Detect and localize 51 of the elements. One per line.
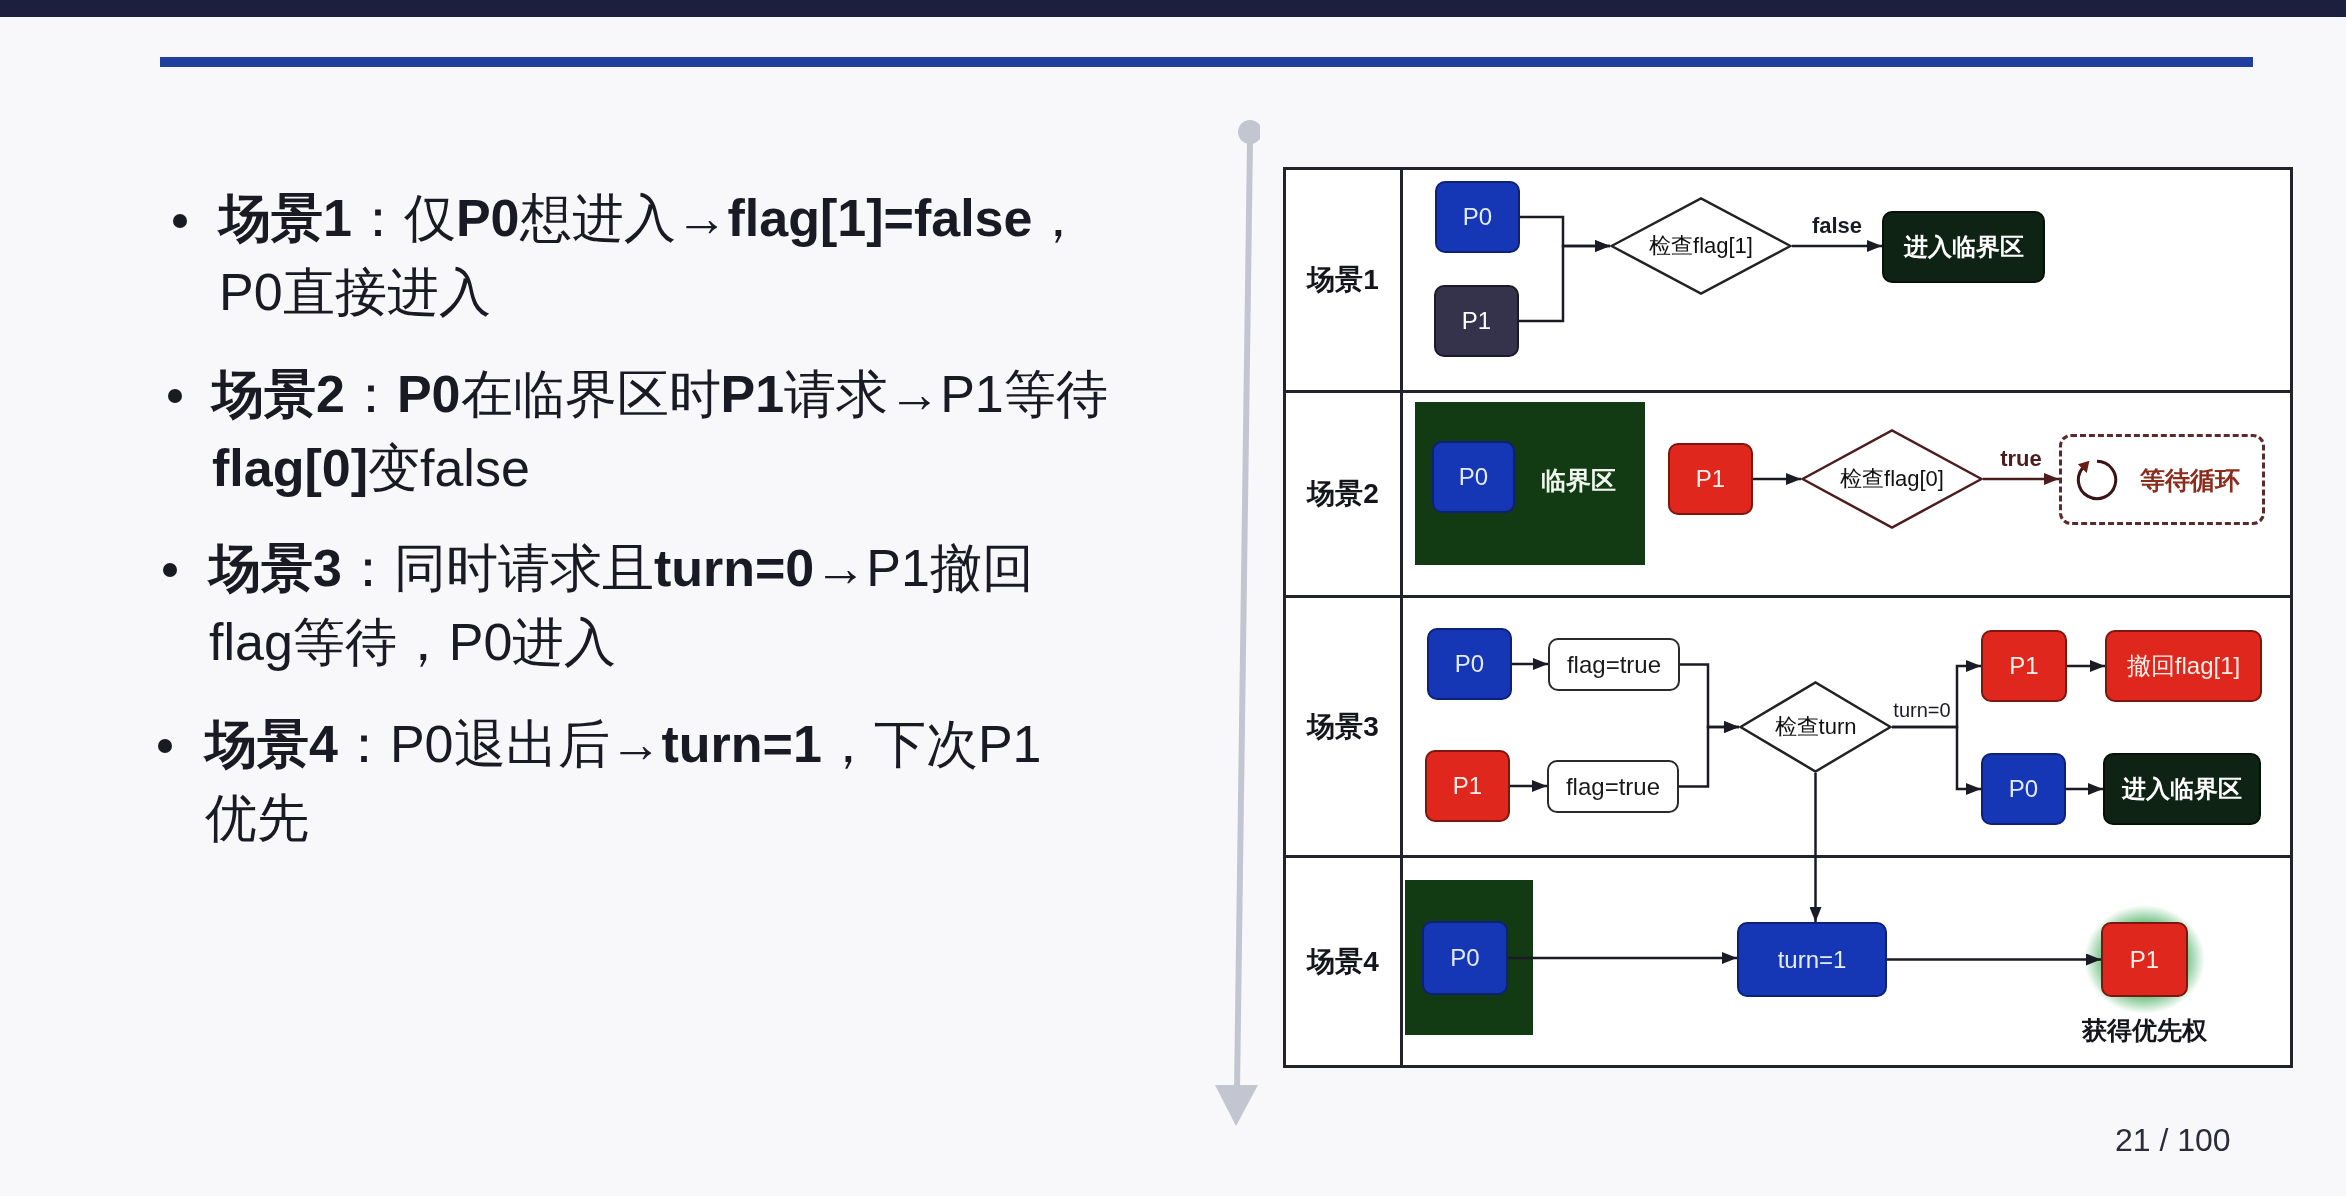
table-row bbox=[1283, 855, 2293, 1068]
highlight-panel bbox=[1405, 880, 1533, 1035]
arrow bbox=[1679, 721, 1739, 788]
arrow bbox=[1519, 240, 1610, 323]
bullet-text: 场景2：P0在临界区时P1请求→P1等待flag[0]变false bbox=[212, 364, 1109, 499]
arrow bbox=[1792, 240, 1882, 252]
page-number: 21 / 100 bbox=[2115, 1122, 2231, 1159]
process-box: P0 bbox=[1981, 753, 2066, 825]
box-label: 等待循环 bbox=[2140, 464, 2240, 495]
process-box: P0 bbox=[1432, 441, 1515, 513]
process-box: P1 bbox=[1425, 750, 1510, 822]
bullet-text: 场景4：P0退出后→turn=1，下次P1优先 bbox=[205, 714, 1043, 849]
process-box: P1 bbox=[1668, 443, 1753, 515]
arrow bbox=[2066, 783, 2103, 795]
process-box: flag=true bbox=[1548, 638, 1680, 691]
node-caption: 获得优先权 bbox=[2082, 1015, 2207, 1046]
process-box: P1 bbox=[1981, 630, 2067, 702]
row-label: 场景4 bbox=[1307, 944, 1379, 979]
process-box: 进入临界区 bbox=[2103, 753, 2261, 825]
table-row bbox=[1283, 167, 2293, 393]
arrow bbox=[1508, 952, 1737, 964]
row-label: 场景1 bbox=[1307, 263, 1379, 297]
arrow bbox=[1512, 658, 1548, 670]
table-row bbox=[1283, 595, 2293, 858]
bullet-text: 场景3：同时请求且turn=0→P1撤回flag等待，P0进入 bbox=[209, 538, 1035, 673]
bullet-text: 场景1：仅P0想进入→flag[1]=false，P0直接进入 bbox=[219, 188, 1086, 323]
arrow bbox=[1510, 780, 1547, 792]
arrow bbox=[1983, 473, 2059, 485]
row-label: 场景2 bbox=[1307, 477, 1379, 511]
process-box: P1 bbox=[1434, 285, 1519, 357]
arrow bbox=[1809, 773, 1822, 922]
arrow bbox=[1887, 953, 2101, 966]
table-row bbox=[1283, 390, 2293, 598]
decision-diamond: 检查flag[1] bbox=[1610, 197, 1792, 295]
panel-label: 临界区 bbox=[1540, 464, 1616, 496]
decision-diamond: 检查flag[0] bbox=[1801, 429, 1983, 529]
highlight-panel bbox=[1415, 402, 1645, 565]
loop-box bbox=[2059, 434, 2265, 525]
arrow bbox=[2067, 660, 2105, 672]
process-box: P0 bbox=[1422, 921, 1508, 995]
process-box: P0 bbox=[1427, 628, 1512, 700]
process-box: flag=true bbox=[1547, 760, 1679, 813]
arrow bbox=[1753, 473, 1801, 485]
process-box: 撤回flag[1] bbox=[2105, 630, 2262, 702]
arrow bbox=[1892, 725, 1981, 795]
process-box: P1 bbox=[2101, 922, 2188, 997]
process-box: 进入临界区 bbox=[1882, 211, 2045, 283]
decision-diamond: 检查turn bbox=[1739, 681, 1892, 773]
process-box: turn=1 bbox=[1737, 922, 1887, 997]
process-box: P0 bbox=[1435, 181, 1520, 253]
row-label: 场景3 bbox=[1307, 709, 1379, 744]
